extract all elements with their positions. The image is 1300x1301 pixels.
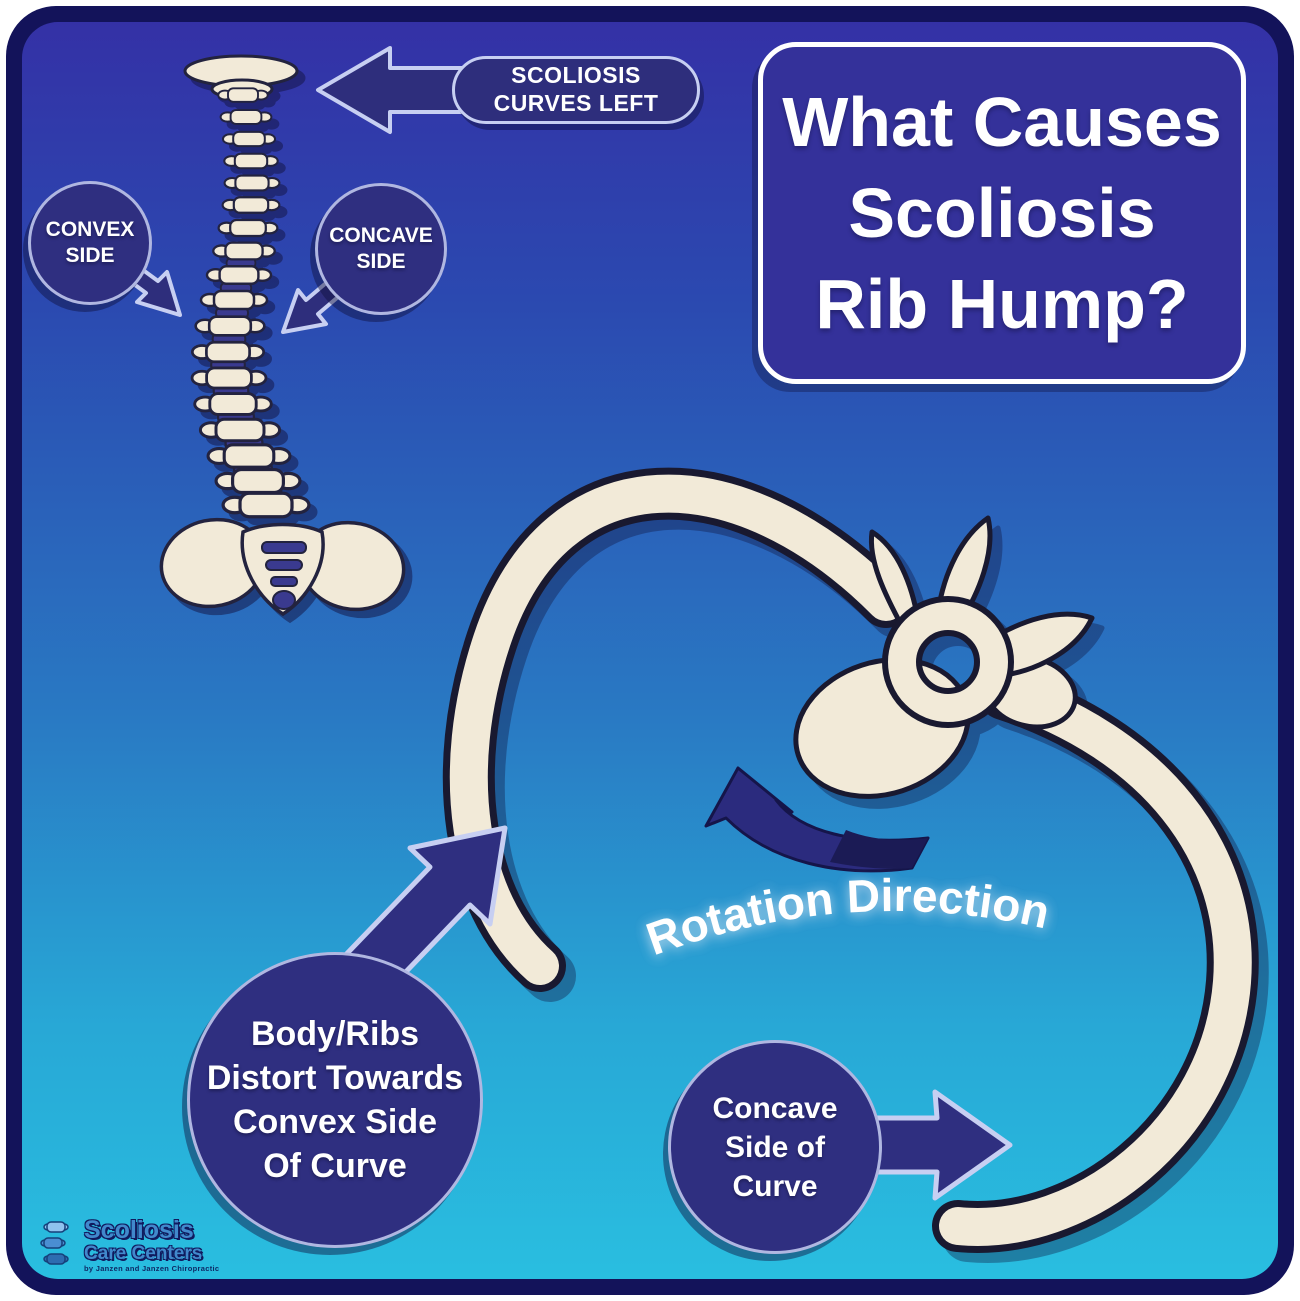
curves-left-line2: CURVES LEFT bbox=[493, 90, 659, 116]
body-ribs-line4: Of Curve bbox=[263, 1147, 407, 1186]
rotation-direction-label: Rotation Direction bbox=[640, 869, 1055, 965]
rotation-arrow-icon bbox=[704, 766, 930, 873]
body-ribs-line1: Body/Ribs bbox=[250, 1014, 420, 1053]
title-box: What Causes Scoliosis Rib Hump? bbox=[758, 42, 1246, 384]
curves-left-line1: SCOLIOSIS bbox=[511, 62, 641, 89]
convex-line1: CONVEX bbox=[45, 217, 135, 241]
title-line1: What Causes bbox=[782, 82, 1222, 161]
spine-illustration bbox=[159, 54, 406, 617]
concave-side-line2: Side of bbox=[724, 1130, 825, 1164]
body-ribs-line2: Distort Towards bbox=[206, 1058, 464, 1097]
concave-side-callout: CONCAVE SIDE bbox=[315, 183, 447, 315]
concave-line2: SIDE bbox=[356, 250, 406, 273]
vertebra-cross-section bbox=[793, 515, 1095, 799]
convex-line2: SIDE bbox=[65, 244, 115, 267]
convex-side-callout: CONVEX SIDE bbox=[28, 181, 152, 305]
title-line3: Rib Hump? bbox=[815, 264, 1189, 343]
logo-tagline: by Janzen and Janzen Chiropractic bbox=[84, 1263, 220, 1273]
body-ribs-line3: Convex Side bbox=[232, 1103, 438, 1141]
logo: Scoliosis Care Centers by Janzen and Jan… bbox=[36, 1216, 220, 1273]
body-ribs-bubble: Body/Ribs Distort Towards Convex Side Of… bbox=[187, 952, 483, 1248]
concave-side-bubble: Concave Side of Curve bbox=[668, 1040, 882, 1254]
title-line2: Scoliosis bbox=[848, 173, 1156, 252]
logo-name-line1: Scoliosis bbox=[84, 1216, 194, 1244]
logo-name-line2: Care Centers bbox=[84, 1242, 203, 1264]
logo-spine-icon bbox=[40, 1221, 69, 1265]
curves-left-callout: SCOLIOSIS CURVES LEFT bbox=[452, 56, 700, 124]
concave-side-line3: Curve bbox=[732, 1169, 818, 1203]
right-rib bbox=[932, 668, 1259, 1253]
rotation-direction-text: Rotation Direction bbox=[640, 869, 1055, 965]
concave-side-line1: Concave bbox=[712, 1091, 838, 1125]
concave-line1: CONCAVE bbox=[329, 223, 433, 247]
